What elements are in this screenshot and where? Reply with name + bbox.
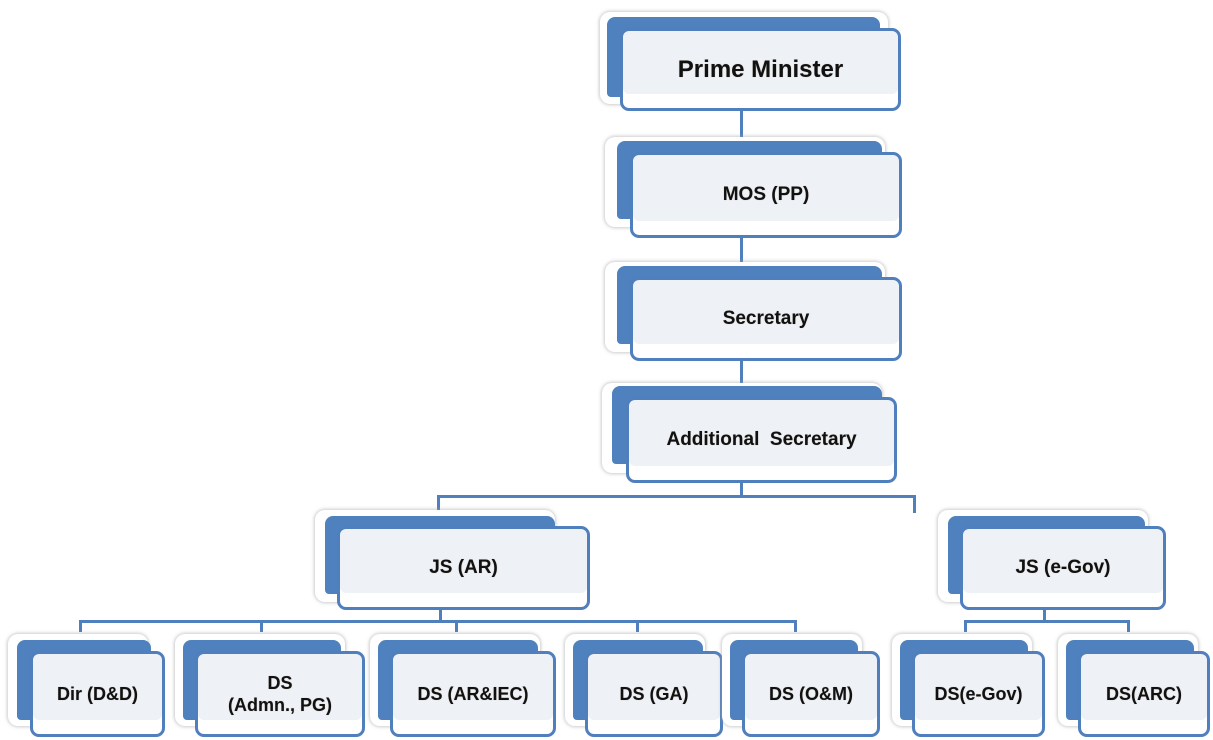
connector-to-ds-ga [636, 620, 639, 632]
node-label: Dir (D&D) [57, 683, 138, 704]
node-label: JS (e-Gov) [1015, 557, 1111, 579]
node-label: DS (AR&IEC) [417, 683, 529, 704]
node-label: Additional Secretary [666, 429, 857, 451]
connector-to-ds-egov [964, 620, 967, 632]
connector-js-ar-branch [79, 620, 797, 623]
connector-to-ds-om [794, 620, 797, 632]
node-label: DS (O&M) [769, 683, 853, 704]
node-label: MOS (PP) [722, 184, 810, 206]
connector-js-ar-down [439, 608, 442, 622]
connector-pm-mos [740, 110, 743, 144]
node-label: DS (GA) [619, 683, 689, 704]
node-label: Secretary [722, 308, 810, 330]
connector-to-ds-admn [260, 620, 263, 632]
node-label: DS (Admn., PG) [228, 672, 332, 716]
node-label: DS(e-Gov) [934, 683, 1023, 704]
connector-as-down [740, 480, 743, 498]
connector-js-egov-branch [964, 620, 1130, 623]
node-label: JS (AR) [429, 557, 498, 579]
connector-to-dir-dd [79, 620, 82, 632]
connector-branch-js-ar [437, 495, 440, 513]
connector-js-egov-down [1043, 608, 1046, 622]
node-label: Prime Minister [677, 55, 844, 83]
node-label: DS(ARC) [1106, 683, 1182, 704]
connector-to-ds-arc [1127, 620, 1130, 632]
connector-secretary-as [740, 360, 743, 388]
connector-to-ds-arie [455, 620, 458, 632]
connector-branch-js-egov [913, 495, 916, 513]
connector-mos-secretary [740, 237, 743, 267]
connector-as-branch [437, 495, 916, 498]
